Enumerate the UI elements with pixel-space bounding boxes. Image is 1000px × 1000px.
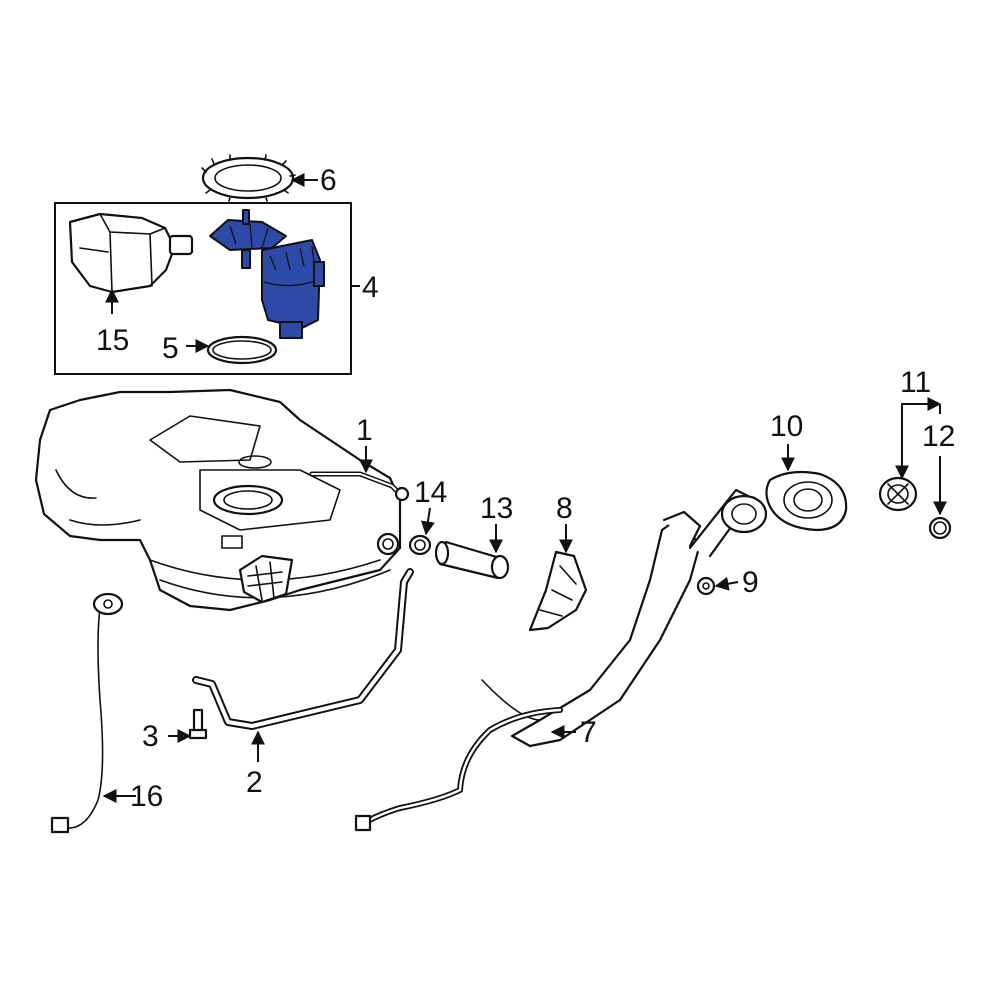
callout-7: 7	[580, 716, 597, 749]
callout-2: 2	[246, 766, 263, 799]
callout-3: 3	[142, 720, 159, 753]
callout-16: 16	[130, 780, 163, 813]
part-1-fuel-tank[interactable]	[34, 388, 410, 612]
callout-12: 12	[922, 420, 955, 453]
pump-flange-detail	[229, 223, 269, 249]
callout-11: 11	[900, 366, 931, 399]
part-10-filler-housing[interactable]	[765, 470, 848, 532]
pump-bracket	[313, 261, 325, 287]
part-13-hose[interactable]	[434, 540, 510, 580]
part-12-gasket[interactable]	[928, 516, 952, 540]
pump-body	[261, 239, 321, 329]
part-5-seal[interactable]	[206, 335, 278, 365]
part-3-bolt[interactable]	[188, 708, 208, 740]
callout-1: 1	[356, 414, 373, 447]
part-11-fuel-cap[interactable]	[878, 476, 918, 512]
part-2-tank-strap[interactable]	[192, 568, 414, 730]
callout-15: 15	[96, 324, 129, 357]
part-14-clamp[interactable]	[408, 534, 432, 556]
part-16-wire-harness[interactable]	[50, 592, 124, 834]
part-15-pump-housing[interactable]	[68, 212, 194, 294]
part-4-fuel-pump-module[interactable]	[209, 209, 325, 339]
pump-flange-post	[242, 209, 250, 225]
part-8-bracket[interactable]	[528, 550, 588, 632]
callout-10: 10	[770, 410, 803, 443]
part-6-lock-ring[interactable]	[201, 154, 296, 202]
pump-outlet	[279, 321, 303, 339]
leader-lines	[102, 173, 947, 803]
callout-8: 8	[556, 492, 573, 525]
callout-4: 4	[362, 271, 379, 304]
part-7-filler-pipe[interactable]	[354, 488, 768, 832]
callout-5: 5	[162, 332, 179, 365]
pump-stem	[241, 249, 251, 269]
callout-6: 6	[320, 164, 337, 197]
pump-body-detail	[263, 245, 319, 287]
pump-flange	[209, 219, 287, 251]
callout-14: 14	[414, 476, 447, 509]
part-9-nut[interactable]	[696, 576, 716, 596]
module-group-frame	[54, 202, 352, 375]
callout-9: 9	[742, 566, 759, 599]
callout-13: 13	[480, 492, 513, 525]
